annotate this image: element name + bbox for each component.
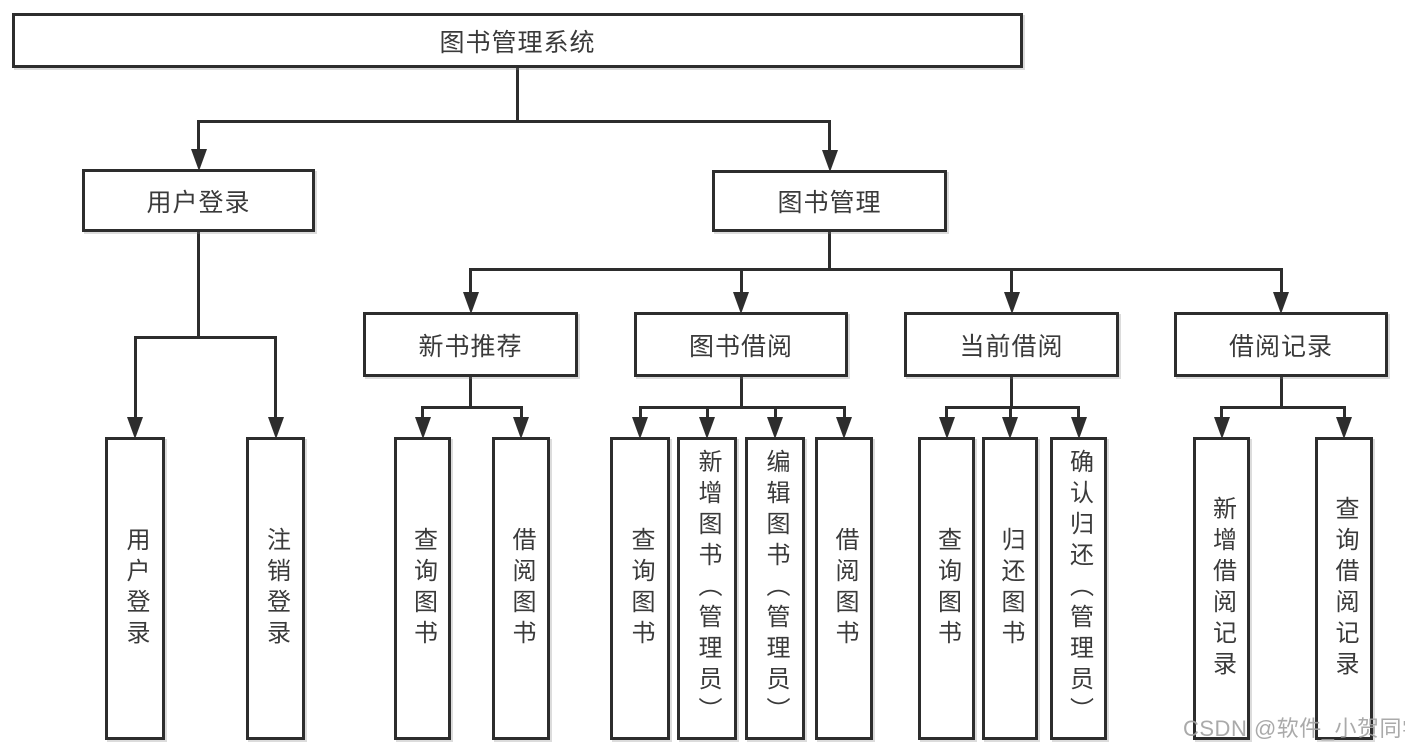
box-book-borrowing-label: 图书借阅 <box>688 332 793 361</box>
edge-book-borrowing-stub <box>739 377 743 409</box>
edge-borrowing-records-stub <box>1279 377 1283 409</box>
box-library-management-system-label: 图书管理系统 <box>439 28 596 57</box>
box-leaf-query-borrow-record: 查询借阅记录 <box>1315 437 1373 740</box>
edge-leaf-cb-confirm-return-arrowhead <box>1070 417 1087 439</box>
edge-user-login-arrowhead <box>190 149 207 171</box>
box-leaf-query-books-3: 查询图书 <box>918 437 975 740</box>
edge-leaf-br-query-record-arrowhead <box>1336 417 1352 439</box>
edge-current-borrowing-stub <box>1010 377 1013 409</box>
box-leaf-add-borrow-record-label: 新增借阅记录 <box>1208 495 1236 682</box>
box-leaf-add-books-admin-label: 新增图书（管理员） <box>694 449 721 728</box>
edge-book-management-split <box>469 268 1283 271</box>
edge-leaf-cb-query-books-arrowhead <box>938 417 955 439</box>
box-leaf-confirm-return-admin: 确认归还（管理员） <box>1050 437 1107 740</box>
box-leaf-confirm-return-admin-label: 确认归还（管理员） <box>1065 449 1093 728</box>
box-borrowing-records-label: 借阅记录 <box>1228 332 1333 361</box>
edge-book-borrowing-arrowhead <box>733 292 749 314</box>
edge-leaf-logout-drop <box>274 336 277 419</box>
box-user-login-label: 用户登录 <box>146 188 251 217</box>
edge-leaf-user-login-arrowhead <box>127 417 143 439</box>
box-new-book-recommend-label: 新书推荐 <box>418 332 523 361</box>
edge-leaf-bb-add-books-drop <box>705 406 709 419</box>
edge-leaf-user-login-drop <box>133 336 137 419</box>
edge-book-management-stub <box>828 232 831 271</box>
edge-leaf-nb-query-books-drop <box>421 406 424 419</box>
box-leaf-query-borrow-record-label: 查询借阅记录 <box>1331 495 1358 682</box>
box-leaf-query-books-1-label: 查询图书 <box>409 526 437 651</box>
box-leaf-add-borrow-record: 新增借阅记录 <box>1193 437 1250 740</box>
box-leaf-user-login: 用户登录 <box>105 437 165 740</box>
box-leaf-return-books: 归还图书 <box>982 437 1038 740</box>
box-leaf-add-books-admin: 新增图书（管理员） <box>677 437 737 740</box>
edge-current-borrowing-arrowhead <box>1003 292 1020 314</box>
edge-leaf-bb-query-books-drop <box>638 406 642 419</box>
box-leaf-borrow-books-1-label: 借阅图书 <box>508 526 535 651</box>
edge-current-borrowing-drop <box>1010 268 1013 294</box>
edge-system-stub <box>516 68 519 123</box>
edge-leaf-bb-edit-books-arrowhead <box>767 417 783 439</box>
box-leaf-return-books-label: 归还图书 <box>997 526 1024 651</box>
edge-current-borrowing-split <box>945 406 1080 409</box>
box-current-borrowing-label: 当前借阅 <box>959 332 1064 361</box>
box-leaf-query-books-3-label: 查询图书 <box>933 526 961 651</box>
box-new-book-recommend: 新书推荐 <box>363 312 578 377</box>
edge-borrowing-records-drop <box>1279 268 1283 294</box>
box-library-management-system: 图书管理系统 <box>12 13 1023 68</box>
box-leaf-edit-books-admin-label: 编辑图书（管理员） <box>762 449 789 728</box>
box-leaf-borrow-books-2-label: 借阅图书 <box>831 526 858 651</box>
box-leaf-user-login-label: 用户登录 <box>122 526 149 651</box>
box-leaf-logout-label: 注销登录 <box>262 526 290 651</box>
edge-leaf-cb-query-books-drop <box>945 406 948 419</box>
edge-leaf-logout-arrowhead <box>267 417 284 439</box>
edge-new-book-recommend-arrowhead <box>462 292 479 314</box>
edge-leaf-cb-return-books-drop <box>1008 406 1012 419</box>
box-current-borrowing: 当前借阅 <box>904 312 1119 377</box>
edge-leaf-br-add-record-arrowhead <box>1213 417 1230 439</box>
edge-book-management-arrowhead <box>821 150 838 172</box>
edge-leaf-nb-borrow-books-drop <box>519 406 523 419</box>
edge-leaf-nb-query-books-arrowhead <box>414 417 431 439</box>
box-leaf-query-books-2-label: 查询图书 <box>627 526 654 651</box>
edge-leaf-bb-borrow-books-arrowhead <box>836 417 852 439</box>
edge-user-login-drop <box>197 120 200 151</box>
edge-book-borrowing-drop <box>739 268 743 294</box>
box-leaf-query-books-2: 查询图书 <box>610 437 670 740</box>
box-leaf-logout: 注销登录 <box>246 437 305 740</box>
edge-book-borrowing-split <box>638 406 846 409</box>
edge-system-split <box>197 120 831 123</box>
edge-leaf-cb-return-books-arrowhead <box>1002 417 1018 439</box>
box-leaf-borrow-books-1: 借阅图书 <box>492 437 550 740</box>
edge-leaf-bb-add-books-arrowhead <box>699 417 715 439</box>
box-user-login: 用户登录 <box>82 169 315 232</box>
edge-leaf-bb-edit-books-drop <box>773 406 777 419</box>
edge-leaf-nb-borrow-books-arrowhead <box>513 417 529 439</box>
csdn-watermark: CSDN @软件_小贺同学 <box>1183 716 1405 741</box>
edge-user-login-split <box>133 336 277 339</box>
box-borrowing-records: 借阅记录 <box>1174 312 1388 377</box>
box-book-borrowing: 图书借阅 <box>634 312 848 377</box>
edge-borrowing-records-split <box>1220 406 1346 409</box>
edge-book-management-drop <box>828 120 831 152</box>
edge-new-book-recommend-drop <box>469 268 472 294</box>
edge-leaf-br-add-record-drop <box>1220 406 1223 419</box>
box-leaf-query-books-1: 查询图书 <box>394 437 451 740</box>
edge-new-book-recommend-split <box>421 406 523 409</box>
edge-leaf-br-query-record-drop <box>1342 406 1346 419</box>
edge-leaf-bb-borrow-books-drop <box>842 406 846 419</box>
edge-borrowing-records-arrowhead <box>1273 292 1289 314</box>
edge-user-login-stub <box>197 232 200 339</box>
box-book-management: 图书管理 <box>712 170 947 232</box>
box-leaf-borrow-books-2: 借阅图书 <box>815 437 873 740</box>
edge-new-book-recommend-stub <box>469 377 472 409</box>
box-leaf-edit-books-admin: 编辑图书（管理员） <box>745 437 805 740</box>
edge-leaf-cb-confirm-return-drop <box>1077 406 1080 419</box>
edge-leaf-bb-query-books-arrowhead <box>632 417 648 439</box>
box-book-management-label: 图书管理 <box>777 189 882 217</box>
